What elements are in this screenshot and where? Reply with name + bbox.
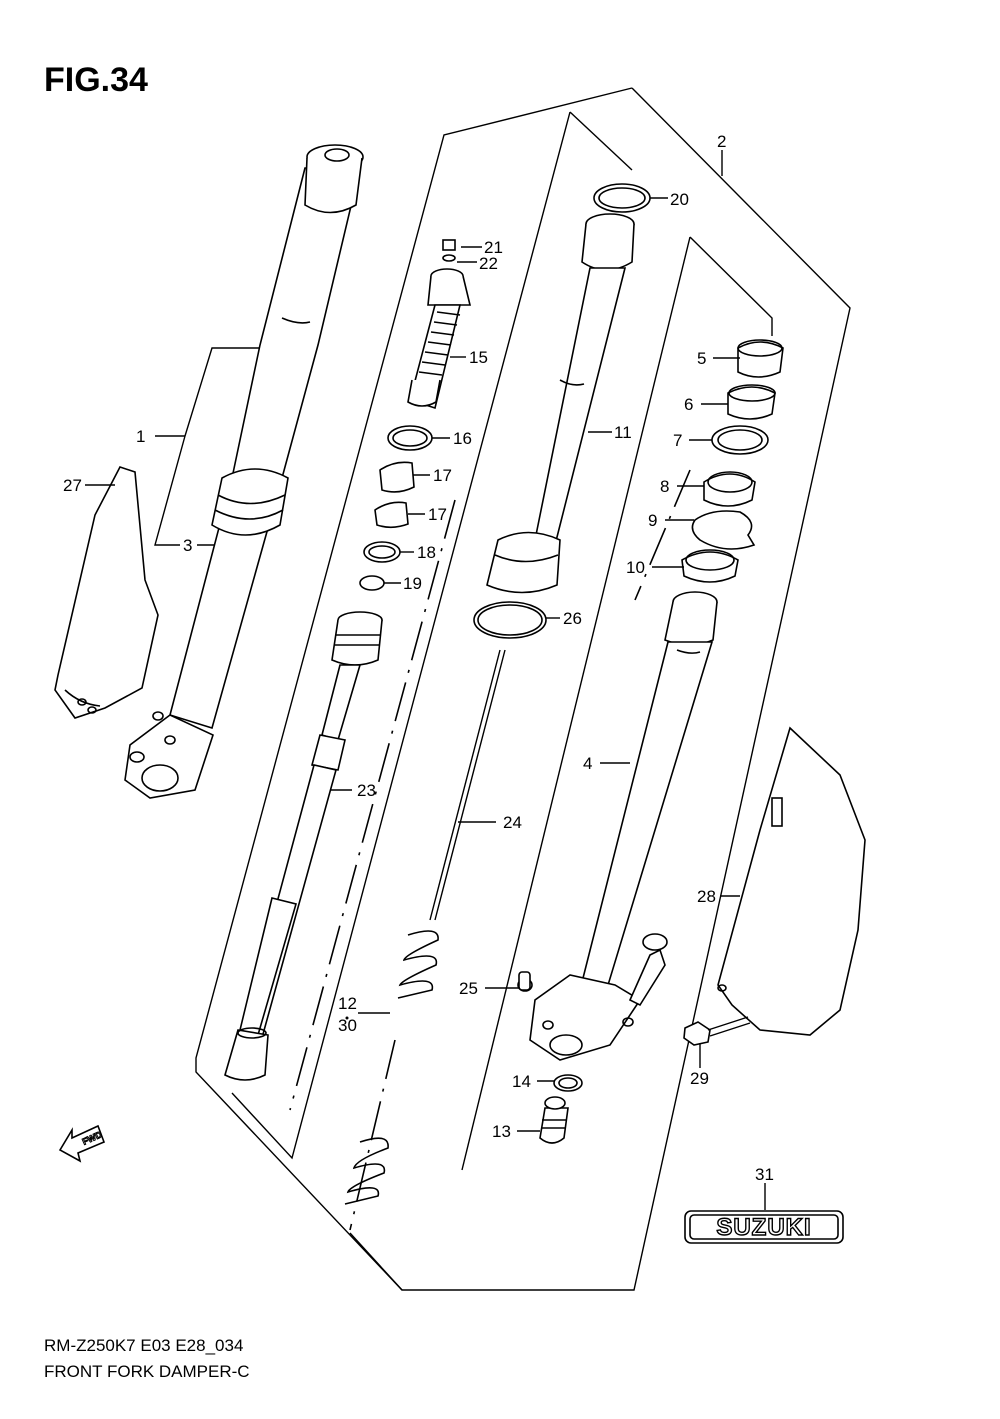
callout-30: 30 bbox=[338, 1016, 357, 1035]
callout-5: 5 bbox=[697, 349, 706, 368]
fork-guard-part-27 bbox=[54, 466, 159, 719]
callout-3: 3 bbox=[183, 536, 192, 555]
bolt-part-13 bbox=[539, 1074, 583, 1144]
outer-tube-part-1 bbox=[124, 144, 364, 799]
callout-7: 7 bbox=[673, 431, 682, 450]
callout-dot bbox=[345, 1016, 349, 1020]
leader-lines bbox=[85, 150, 766, 1210]
brand-emblem-text: SUZUKI bbox=[716, 1214, 811, 1241]
inner-tube-part-11 bbox=[473, 213, 635, 639]
callout-28: 28 bbox=[697, 887, 716, 906]
model-code: RM-Z250K7 E03 E28_034 bbox=[44, 1336, 243, 1355]
callout-4: 4 bbox=[583, 754, 592, 773]
figure-caption: FRONT FORK DAMPER-C bbox=[44, 1362, 250, 1381]
callout-6: 6 bbox=[684, 395, 693, 414]
callout-11: 11 bbox=[614, 423, 632, 442]
fwd-arrow-icon: FWD bbox=[58, 1124, 106, 1163]
damper-rod-part-23 bbox=[224, 611, 383, 1081]
rod-part-24 bbox=[429, 649, 506, 921]
damper-top-part-15 bbox=[407, 239, 472, 410]
callout-9: 9 bbox=[648, 511, 657, 530]
callout-26: 26 bbox=[563, 609, 582, 628]
callout-29: 29 bbox=[690, 1069, 709, 1088]
outer-assembly-frame bbox=[195, 87, 851, 1291]
callout-20: 20 bbox=[670, 190, 689, 209]
figure-title: FIG.34 bbox=[44, 61, 148, 99]
callout-2: 2 bbox=[717, 132, 726, 151]
bolt-part-29 bbox=[683, 1016, 751, 1046]
brand-emblem-part-31: SUZUKI bbox=[684, 1210, 844, 1244]
center-lines bbox=[289, 469, 691, 1231]
callout-17b: 17 bbox=[428, 505, 447, 524]
callouts: 2 20 21 22 15 16 17 17 18 19 26 11 5 6 7… bbox=[63, 132, 774, 1184]
callout-12: 12 bbox=[338, 994, 357, 1013]
callout-27: 27 bbox=[63, 476, 82, 495]
callout-17a: 17 bbox=[433, 466, 452, 485]
callout-16: 16 bbox=[453, 429, 472, 448]
callout-14: 14 bbox=[512, 1072, 531, 1091]
seals-and-bushings bbox=[681, 339, 784, 583]
rings-and-washers bbox=[359, 183, 651, 591]
inner-tube-part-4 bbox=[517, 591, 718, 1061]
callout-10: 10 bbox=[626, 558, 645, 577]
fork-guard-part-28 bbox=[717, 726, 866, 1036]
callout-19: 19 bbox=[403, 574, 422, 593]
callout-31: 31 bbox=[755, 1165, 774, 1184]
callout-18: 18 bbox=[417, 543, 436, 562]
callout-25: 25 bbox=[459, 979, 478, 998]
callout-24: 24 bbox=[503, 813, 522, 832]
springs-part-12-30 bbox=[344, 930, 439, 1205]
bolt-part-25 bbox=[518, 971, 531, 991]
callout-8: 8 bbox=[660, 477, 669, 496]
callout-22: 22 bbox=[479, 254, 498, 273]
callout-13: 13 bbox=[492, 1122, 511, 1141]
callout-21: 21 bbox=[484, 238, 503, 257]
callout-15: 15 bbox=[469, 348, 488, 367]
callout-1: 1 bbox=[136, 427, 145, 446]
callout-23: 23 bbox=[357, 781, 376, 800]
